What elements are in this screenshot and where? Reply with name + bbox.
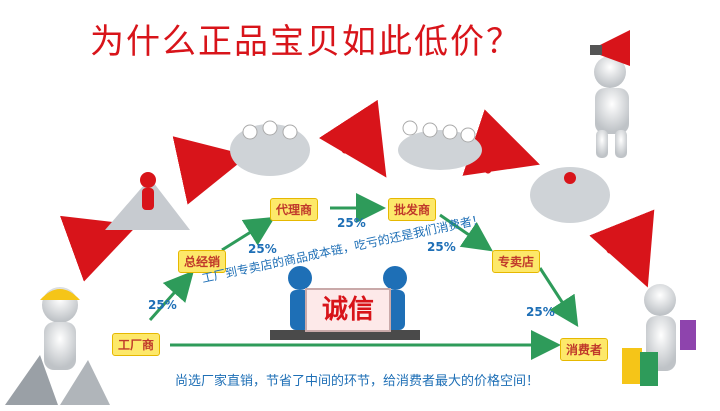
flow-arrows	[148, 193, 579, 360]
arrow-store-to-consumer	[538, 267, 579, 328]
node-store: 专卖店	[492, 250, 541, 273]
arrow-general-to-agent	[221, 216, 276, 252]
node-general-agent: 总经销	[178, 250, 227, 273]
red-curve-arrows	[59, 99, 655, 288]
pct-general-agent: 25%	[248, 242, 277, 256]
crowd-pyramid	[105, 172, 190, 230]
crowd-wholesaler	[398, 120, 482, 170]
diagram-title: 为什么正品宝贝如此低价？	[90, 22, 522, 62]
crowd-store	[530, 167, 610, 223]
pct-agent-wholesaler: 25%	[337, 216, 366, 230]
node-agent: 代理商	[270, 198, 319, 221]
crowd-agent	[230, 120, 310, 176]
pct-factory-general: 25%	[148, 298, 177, 312]
curve-arrow-2	[172, 136, 249, 205]
pct-wholesaler-store: 25%	[427, 240, 456, 254]
node-consumer: 消费者	[560, 338, 609, 361]
pct-store-consumer: 25%	[526, 305, 555, 319]
integrity-sign: 诚信	[305, 288, 391, 332]
worker-figure	[5, 287, 110, 405]
curve-arrow-4	[462, 109, 540, 176]
curve-arrow-1	[59, 215, 138, 282]
node-wholesaler: 批发商	[388, 198, 437, 221]
direct-sale-text: 尚选厂家直销，节省了中间的环节，给消费者最大的价格空间！	[175, 374, 540, 389]
curve-arrow-3	[318, 99, 387, 178]
shopping-bags-icon	[622, 348, 642, 384]
consumer-figure	[622, 284, 696, 386]
arrow-factory-to-general	[148, 270, 194, 321]
megaphone-figure	[590, 30, 630, 158]
arrow-wholesaler-to-store	[439, 213, 493, 252]
curve-arrow-5	[589, 209, 655, 288]
node-factory: 工厂商	[112, 333, 161, 356]
